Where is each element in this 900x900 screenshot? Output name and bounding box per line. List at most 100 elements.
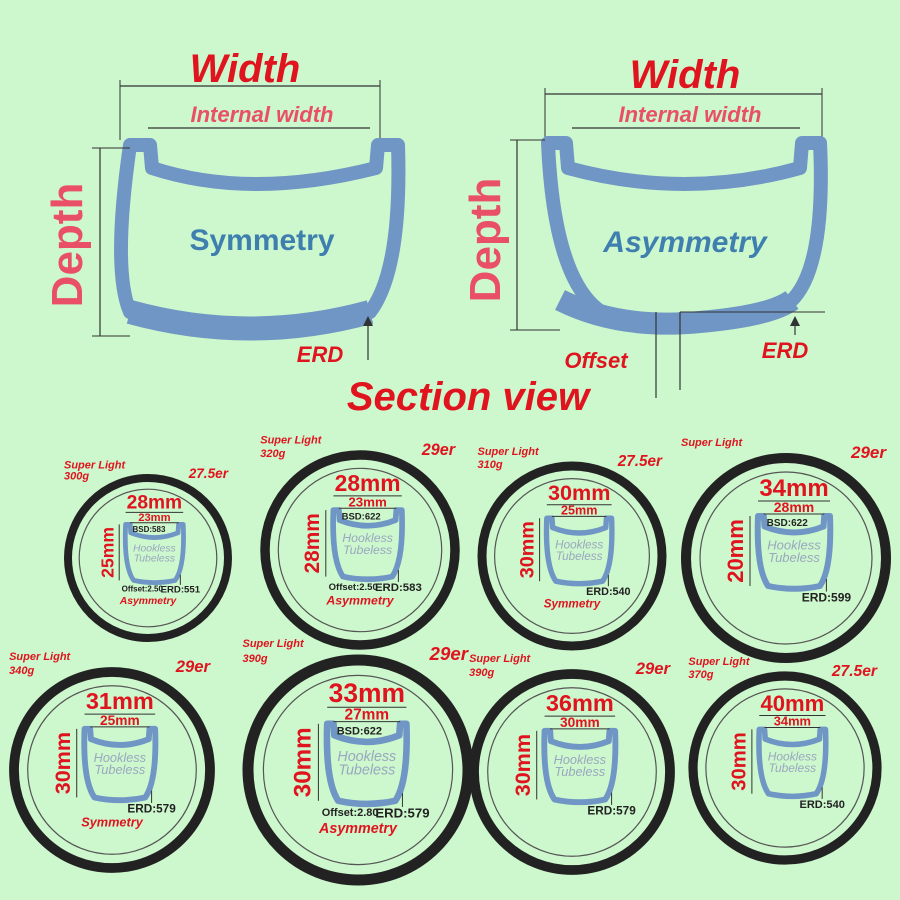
wheel-size-label: 27.5er	[617, 453, 663, 470]
rim-profile	[81, 725, 159, 804]
depth-value-label: 30mm	[50, 732, 75, 794]
outer-width-label: 34mm	[759, 475, 828, 502]
weight-class-label: Super Light	[478, 446, 540, 458]
depth-label: Depth	[461, 178, 510, 303]
asymmetric-section: Width Internal width Asymmetry Depth ERD…	[461, 53, 828, 398]
inner-ring	[27, 685, 197, 855]
inner-width-label: 23mm	[348, 494, 386, 509]
inner-width-label: 23mm	[138, 512, 170, 524]
profile-type-label: Asymmetry	[318, 821, 398, 837]
weight-label: 390g	[469, 667, 494, 679]
inner-width-label: 30mm	[560, 715, 600, 730]
offset-label: Offset	[564, 348, 629, 373]
width-label: Width	[190, 47, 301, 91]
outer-width-label: 40mm	[760, 691, 824, 716]
depth-label: Depth	[43, 183, 92, 308]
inner-width-label: 25mm	[100, 713, 140, 728]
weight-class-label: Super Light	[243, 638, 305, 650]
weight-label: 310g	[478, 459, 503, 471]
erd-label: ERD	[762, 338, 809, 363]
depth-value-label: 30mm	[516, 521, 538, 578]
hookless-label: Hookless	[767, 538, 821, 553]
weight-class-label: Super Light	[688, 656, 750, 668]
bsd-label: BSD:622	[337, 726, 382, 738]
weight-class-label: Super Light	[64, 459, 126, 471]
weight-class-label: Super Light	[469, 653, 531, 665]
tire-ring	[477, 461, 667, 651]
erd-arrow-head	[363, 316, 373, 326]
tubeless-label: Tubeless	[769, 761, 817, 775]
rim-profile	[541, 727, 619, 806]
offset-value-label: Offset:2.50	[329, 582, 378, 593]
tubeless-label: Tubeless	[343, 543, 392, 557]
inner-ring	[78, 488, 218, 628]
asymmetric-rim-base	[555, 290, 799, 335]
erd-label: ERD	[297, 342, 344, 367]
hookless-label: Hookless	[342, 531, 393, 545]
erd-value-label: ERD:540	[799, 799, 844, 811]
erd-value-label: ERD:579	[375, 806, 429, 821]
internal-width-label: Internal width	[619, 102, 762, 127]
tire-ring	[64, 474, 232, 642]
depth-value-label: 25mm	[98, 527, 118, 578]
weight-class-label: Super Light	[681, 437, 743, 449]
outer-width-label: 33mm	[329, 678, 405, 708]
symmetric-rim-base	[126, 300, 374, 341]
weight-label: 320g	[260, 448, 285, 460]
hookless-label: Hookless	[554, 752, 607, 767]
rim-profile	[756, 726, 829, 800]
tubeless-label: Tubeless	[768, 550, 820, 565]
tubeless-label: Tubeless	[134, 553, 175, 564]
inner-ring	[277, 467, 443, 633]
weight-class-label: Super Light	[260, 435, 322, 447]
asymmetry-label: Asymmetry	[602, 226, 768, 259]
depth-value-label: 20mm	[723, 519, 748, 583]
hookless-label: Hookless	[555, 538, 603, 551]
tire-ring	[9, 667, 215, 873]
inner-ring	[699, 471, 873, 645]
symmetry-label: Symmetry	[189, 224, 334, 257]
outer-width-label: 28mm	[127, 492, 182, 513]
erd-value-label: ERD:551	[161, 585, 201, 596]
profile-type-label: Symmetry	[81, 814, 144, 829]
outer-width-label: 28mm	[335, 470, 401, 496]
symmetric-section: Width Internal width Symmetry Depth ERD	[43, 47, 406, 367]
tubeless-label: Tubeless	[556, 550, 603, 563]
internal-width-label: Internal width	[191, 102, 334, 127]
erd-value-label: ERD:540	[586, 586, 630, 598]
inner-ring	[487, 687, 657, 857]
weight-label: 390g	[243, 653, 268, 665]
tubeless-label: Tubeless	[554, 764, 605, 779]
weight-label: 300g	[64, 471, 89, 483]
inner-ring	[705, 688, 865, 848]
outer-width-label: 31mm	[86, 688, 154, 714]
offset-value-label: Offset:2.80	[322, 807, 379, 819]
hookless-label: Hookless	[337, 749, 396, 765]
tubeless-label: Tubeless	[338, 763, 395, 779]
wheel-size-label: 29er	[850, 443, 887, 462]
weight-class-label: Super Light	[9, 651, 71, 663]
rim-profile	[543, 515, 615, 587]
bsd-label: BSD:583	[133, 525, 166, 534]
tubeless-label: Tubeless	[94, 762, 145, 777]
profile-type-label: Asymmetry	[325, 594, 394, 608]
rim-profile	[122, 522, 186, 586]
width-label: Width	[630, 53, 741, 97]
weight-label: 370g	[688, 669, 713, 681]
erd-arrow-head	[790, 316, 800, 326]
tire-ring	[260, 450, 460, 650]
depth-value-label: 30mm	[728, 732, 750, 791]
hookless-label: Hookless	[133, 543, 176, 554]
hookless-label: Hookless	[94, 750, 147, 765]
depth-value-label: 30mm	[290, 727, 317, 797]
inner-width-label: 27mm	[345, 706, 390, 723]
